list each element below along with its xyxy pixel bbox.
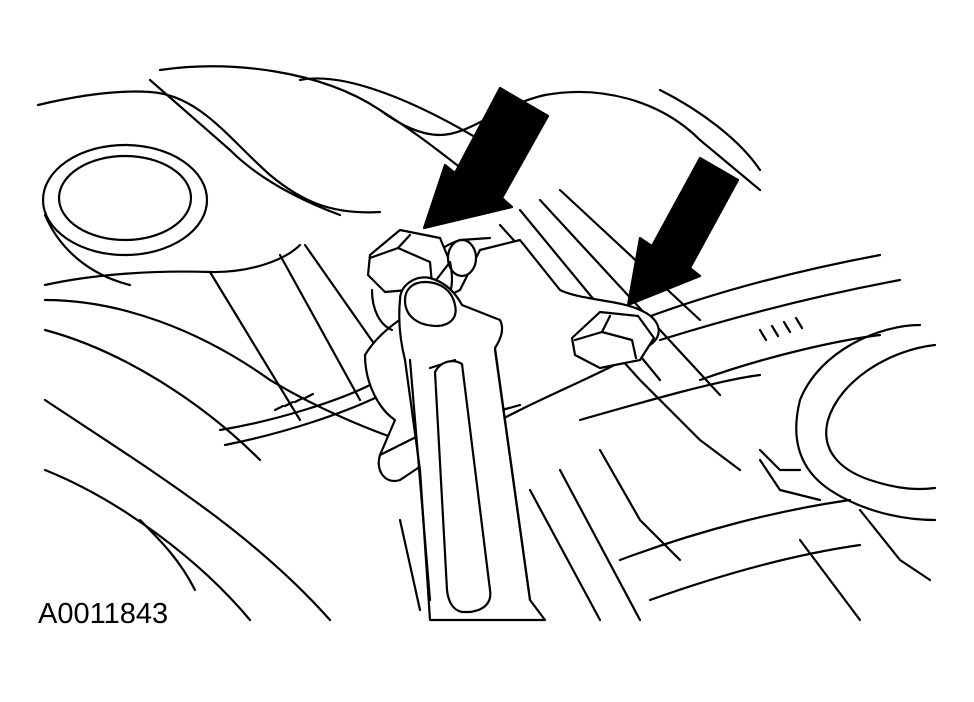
background-structure <box>36 65 937 622</box>
bolt-right <box>570 310 656 370</box>
bolt-upper <box>366 228 478 332</box>
wrench <box>398 276 547 622</box>
callout-arrow-left <box>422 86 550 230</box>
callout-arrow-right <box>626 156 740 307</box>
figure-id-label: A0011843 <box>38 598 169 630</box>
